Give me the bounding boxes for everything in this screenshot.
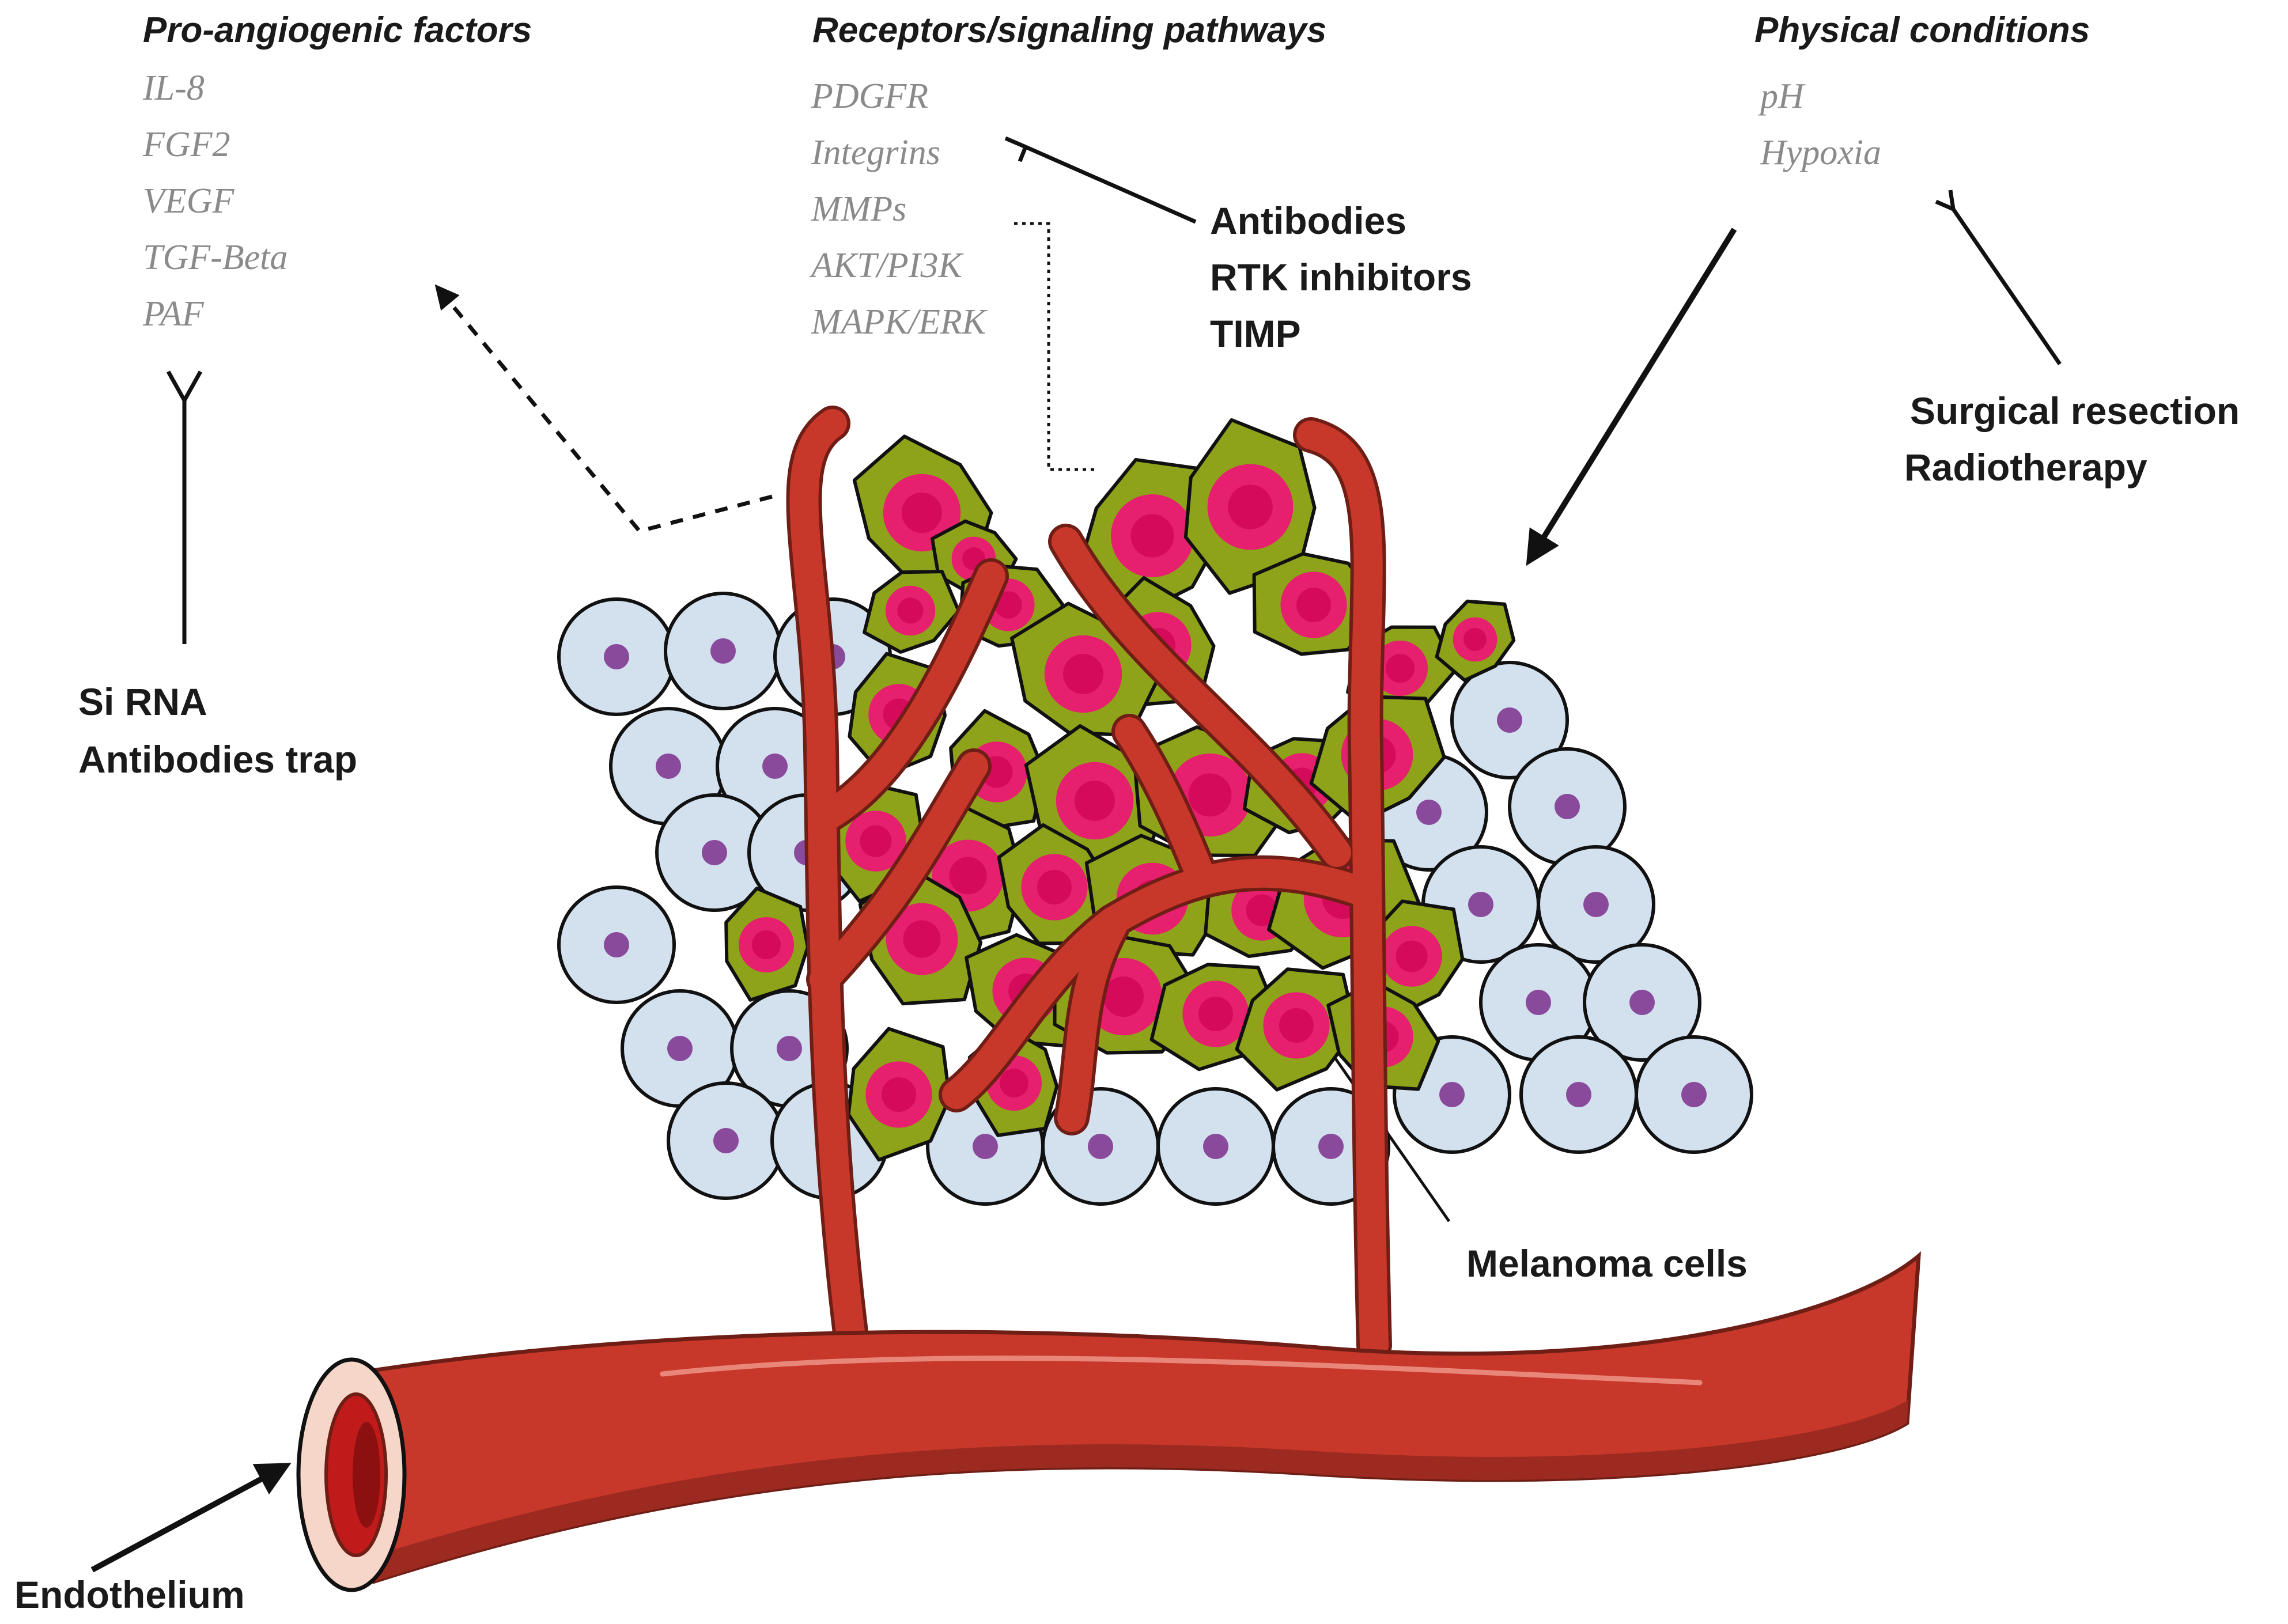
inhibitor-symbol-physical: [1935, 190, 2062, 365]
normal-cell: [1635, 1035, 1753, 1154]
inhibitor-symbol-receptors: [1004, 136, 1197, 224]
pathway-mapk-erk: MAPK/ERK: [811, 302, 986, 342]
vessel-highlight: [660, 1356, 1703, 1385]
dotted-line-from-mmps: [1014, 222, 1095, 471]
receptor-integrins: Integrins: [811, 133, 940, 172]
therapy-surgical-resection: Surgical resection: [1910, 389, 2240, 432]
capillary-right: [1296, 421, 1389, 1360]
normal-cell: [1583, 943, 1701, 1062]
arrow-to-endothelium: [90, 1463, 292, 1573]
receptors-heading: Receptors/signaling pathways: [812, 10, 1327, 50]
capillary-branch: [1115, 717, 1213, 884]
physical-list: pH Hypoxia: [1760, 68, 1881, 181]
vessel-shadow: [375, 1400, 1908, 1581]
capillary-branch: [1052, 527, 1351, 867]
normal-cell: [557, 597, 676, 716]
vessel-body: [366, 1251, 1922, 1584]
normal-cell: [1156, 1087, 1275, 1206]
therapy-si-rna: Si RNA: [78, 680, 207, 723]
therapy-rtk-inhibitors: RTK inhibitors: [1210, 256, 1472, 298]
receptor-mmps: MMPs: [811, 190, 907, 229]
capillary-branch: [810, 562, 1005, 832]
endothelium-label: Endothelium: [14, 1573, 245, 1616]
therapy-antibodies: Antibodies: [1210, 199, 1406, 242]
receptors-list: PDGFR Integrins MMPs AKT/PI3K MAPK/ERK: [811, 68, 986, 350]
dashed-arrow-to-pro-angiogenic: [434, 284, 773, 533]
normal-cell: [667, 1081, 785, 1200]
therapy-radiotherapy: Radiotherapy: [1904, 446, 2147, 489]
tumor-capillaries: [786, 406, 1392, 1369]
melanoma-cell: [997, 823, 1114, 945]
receptor-pdgfr: PDGFR: [811, 77, 929, 116]
normal-cell: [1450, 661, 1569, 779]
therapy-timp: TIMP: [1210, 312, 1301, 355]
pro-angiogenic-heading: Pro-angiogenic factors: [143, 10, 532, 50]
pro-angiogenic-list: IL-8 FGF2 VEGF TGF-Beta PAF: [143, 60, 288, 342]
normal-cell: [557, 885, 676, 1004]
melanoma-cells-label: Melanoma cells: [1466, 1242, 1748, 1285]
melanoma-cell: [1435, 599, 1516, 682]
capillary-left: [789, 409, 867, 1365]
inhibitor-symbol-pro-angiogenic: [166, 370, 203, 644]
melanoma-cell: [846, 1027, 951, 1162]
physical-heading: Physical conditions: [1754, 10, 2090, 50]
inhibitor-symbols: [166, 136, 2062, 644]
normal-cell: [664, 592, 782, 710]
melanoma-cell: [863, 570, 960, 654]
factor-fgf2: FGF2: [143, 125, 230, 164]
normal-cell: [1537, 845, 1655, 964]
capillary-branch: [810, 752, 988, 994]
normal-cell: [1519, 1035, 1638, 1154]
blood-vessel: [296, 1251, 1922, 1592]
normal-cell: [1508, 747, 1627, 866]
melanoma-cell: [724, 887, 810, 1002]
arrow-physical-to-tumor: [1526, 228, 1737, 566]
melanoma-cell: [1183, 418, 1317, 595]
pathway-akt-pi3k: AKT/PI3K: [811, 246, 962, 285]
factor-tgf-beta: TGF-Beta: [143, 238, 288, 277]
melanoma-cell: [1077, 458, 1222, 619]
factor-paf: PAF: [143, 294, 204, 334]
factor-il8: IL-8: [143, 69, 205, 108]
capillary-branch: [1057, 913, 1126, 1132]
condition-ph: pH: [1760, 77, 1804, 116]
condition-hypoxia: Hypoxia: [1760, 133, 1882, 172]
factor-vegf: VEGF: [143, 181, 235, 221]
therapy-antibodies-trap: Antibodies trap: [78, 738, 358, 781]
